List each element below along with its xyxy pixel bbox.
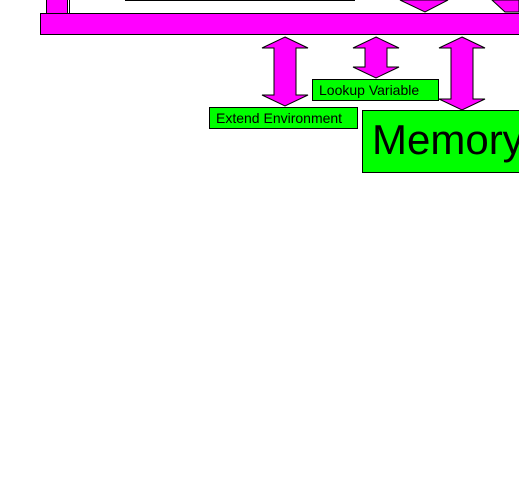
extend-environment-label: Extend Environment (209, 107, 358, 129)
horizontal-bus-bar (40, 13, 519, 35)
lookup-variable-label: Lookup Variable (312, 79, 439, 101)
top-arrowhead-2 (491, 0, 519, 13)
top-arrowhead-1 (399, 0, 449, 13)
memory-box: Memory (362, 110, 519, 173)
extend-environment-arrow (261, 36, 309, 107)
memory-arrow (438, 36, 486, 111)
top-module-divider (125, 0, 355, 1)
lookup-variable-arrow (352, 36, 400, 79)
